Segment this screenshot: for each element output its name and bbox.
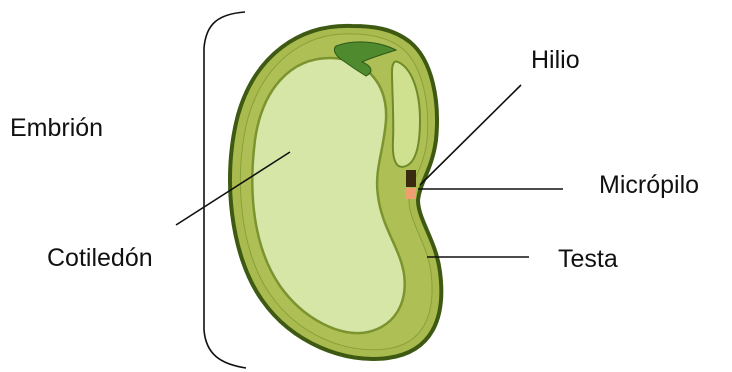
label-testa: Testa (558, 247, 618, 272)
label-hilio: Hilio (531, 48, 580, 73)
label-micropilo: Micrópilo (599, 173, 699, 198)
micropyle (405, 188, 416, 199)
label-cotiledon: Cotiledón (47, 246, 153, 271)
label-embrion: Embrión (10, 116, 103, 141)
hilum (406, 170, 416, 187)
